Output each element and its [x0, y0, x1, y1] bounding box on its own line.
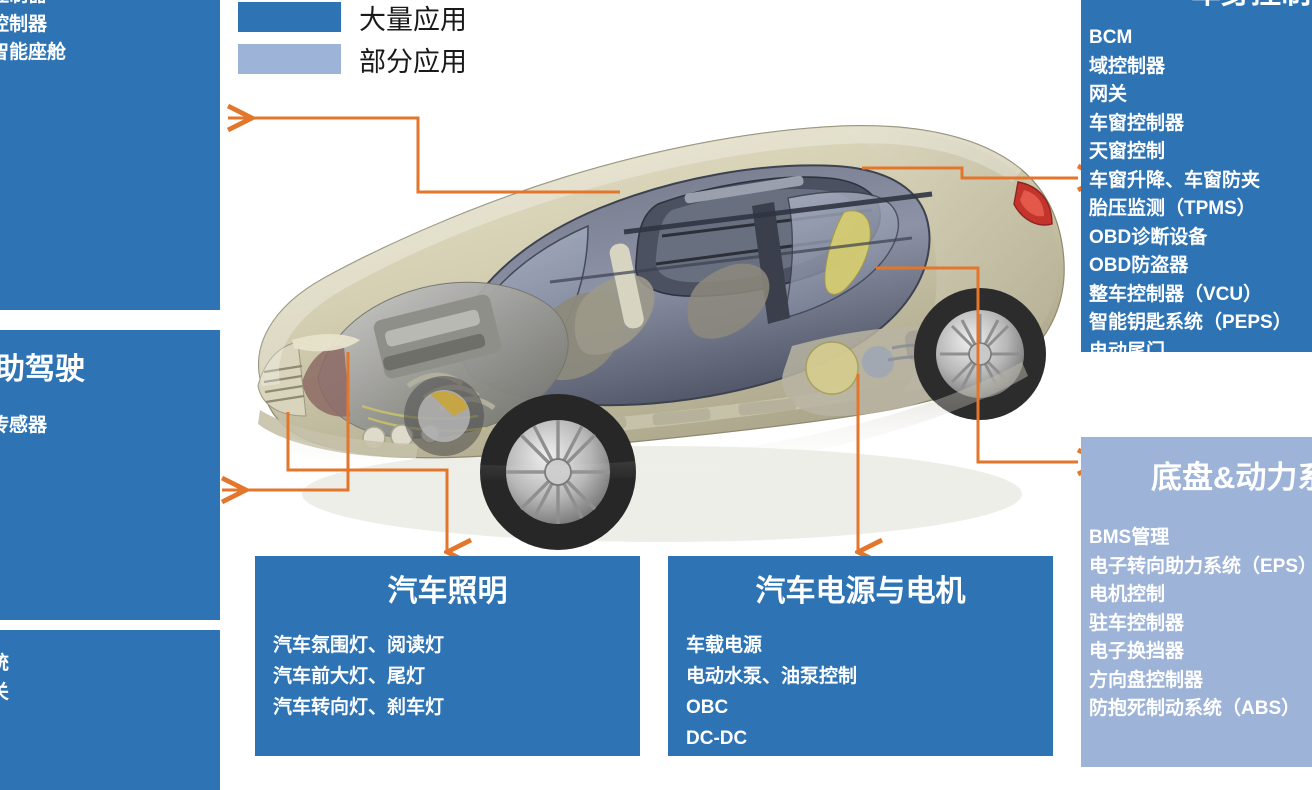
list-item: 电动尾门	[1089, 340, 1166, 353]
list-item: 网关	[1089, 84, 1128, 105]
panel-infotainment[interactable]: 智能座舱 控制器 控制器 智能座舱	[0, 0, 220, 310]
list-item: 传感器	[0, 415, 48, 436]
list-item: BCM	[1089, 27, 1133, 48]
list-item: 电子换挡器	[1089, 641, 1185, 663]
panel-lighting-title: 汽车照明	[387, 575, 508, 608]
legend-swatch-heavy-use	[238, 2, 341, 32]
panel-body-left-items: 统 关	[0, 650, 220, 707]
panel-body-left-fragment[interactable]: 统 关	[0, 630, 220, 790]
list-item: BMS管理	[1089, 527, 1170, 549]
list-item: 整车控制器（VCU）	[1089, 283, 1263, 305]
panel-adas[interactable]: 辅助驾驶 传感器	[0, 330, 220, 620]
panel-lighting-items: 汽车氛围灯、阅读灯 汽车前大灯、尾灯 汽车转向灯、刹车灯	[255, 630, 640, 723]
legend-label-heavy-use: 大量应用	[359, 4, 467, 36]
list-item: 车窗控制器	[1089, 112, 1185, 134]
panel-body-control-title: 车身控制	[1081, 0, 1312, 12]
legend-label-partial-use: 部分应用	[359, 46, 467, 78]
list-item: 汽车转向灯、刹车灯	[273, 697, 445, 718]
list-item: DC-DC	[686, 728, 748, 749]
list-item: 域控制器	[1089, 55, 1166, 77]
panel-body-control-items: BCM 域控制器 网关 车窗控制器 天窗控制 车窗升降、车窗防夹 胎压监测（TP…	[1081, 24, 1312, 352]
panel-adas-title: 辅助驾驶	[0, 353, 85, 386]
panel-power-and-motor[interactable]: 汽车电源与电机 车载电源 电动水泵、油泵控制 OBC DC-DC	[668, 556, 1053, 756]
panel-power-title: 汽车电源与电机	[755, 575, 966, 608]
list-item: 统	[0, 650, 220, 679]
list-item: 控制器	[0, 13, 48, 35]
list-item: 天窗控制	[1089, 141, 1166, 162]
list-item: 智能座舱	[0, 42, 67, 63]
list-item: 电机控制	[1089, 584, 1166, 606]
panel-body-control[interactable]: 车身控制 BCM 域控制器 网关 车窗控制器 天窗控制 车窗升降、车窗防夹 胎压…	[1081, 0, 1312, 352]
list-item: 关	[0, 679, 220, 708]
panel-lighting[interactable]: 汽车照明 汽车氛围灯、阅读灯 汽车前大灯、尾灯 汽车转向灯、刹车灯	[255, 556, 640, 756]
list-item: 汽车氛围灯、阅读灯	[273, 635, 445, 656]
list-item: OBD诊断设备	[1089, 226, 1208, 248]
list-item: 车载电源	[686, 635, 763, 656]
list-item: 车窗升降、车窗防夹	[1089, 169, 1261, 191]
list-item: OBC	[686, 697, 729, 718]
legend: 大量应用 部分应用	[238, 0, 467, 80]
list-item: OBD防盗器	[1089, 255, 1189, 276]
legend-row-heavy-use: 大量应用	[238, 0, 467, 38]
panel-adas-items: 传感器	[0, 412, 220, 441]
list-item: 防抱死制动系统（ABS）	[1089, 698, 1301, 720]
list-item: 电子转向助力系统（EPS）	[1089, 555, 1312, 577]
list-item: 智能钥匙系统（PEPS）	[1089, 312, 1292, 333]
list-item: 胎压监测（TPMS）	[1089, 198, 1256, 219]
panel-power-items: 车载电源 电动水泵、油泵控制 OBC DC-DC	[668, 630, 1053, 754]
list-item: 电动水泵、油泵控制	[686, 666, 858, 687]
list-item: 汽车前大灯、尾灯	[273, 666, 426, 687]
legend-row-partial-use: 部分应用	[238, 38, 467, 80]
list-item: 驻车控制器	[1089, 612, 1185, 634]
panel-chassis-powertrain[interactable]: 底盘&动力系统 BMS管理 电子转向助力系统（EPS） 电机控制 驻车控制器 电…	[1081, 437, 1312, 767]
panel-chassis-items: BMS管理 电子转向助力系统（EPS） 电机控制 驻车控制器 电子换挡器 方向盘…	[1081, 524, 1312, 724]
car-cutaway-illustration	[232, 86, 1082, 556]
panel-chassis-title: 底盘&动力系统	[1151, 460, 1312, 495]
legend-swatch-partial-use	[238, 44, 341, 74]
list-item: 控制器	[0, 0, 220, 11]
panel-infotainment-items: 控制器 控制器 智能座舱	[0, 0, 220, 68]
list-item: 方向盘控制器	[1089, 669, 1204, 691]
